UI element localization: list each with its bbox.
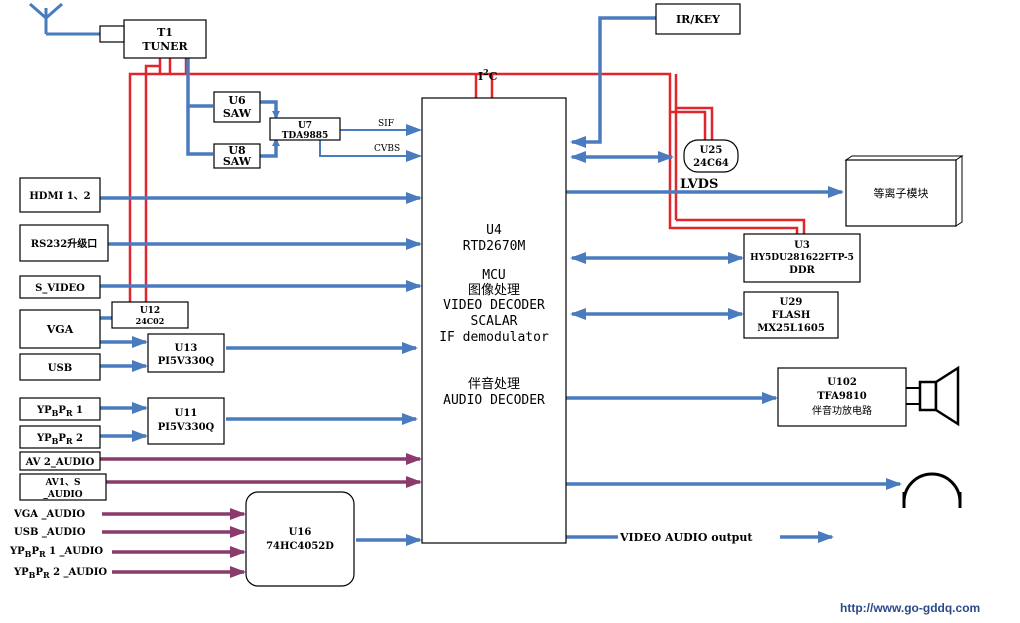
svg-text:U102: U102 xyxy=(827,377,857,388)
watermark-url: http://www.go-gddq.com xyxy=(840,601,980,615)
label-vga-audio: VGA _AUDIO xyxy=(13,509,85,520)
block-u25: U25 24C64 xyxy=(683,139,739,173)
block-u16: U16 74HC4052D xyxy=(245,491,355,587)
input-av1: AV1、S _AUDIO xyxy=(19,473,107,501)
svg-text:MCU: MCU xyxy=(482,268,505,283)
svg-text:伴音处理: 伴音处理 xyxy=(468,376,520,392)
svg-text:FLASH: FLASH xyxy=(772,310,811,321)
svg-text:AUDIO DECODER: AUDIO DECODER xyxy=(443,393,545,408)
block-u6: U6 SAW xyxy=(213,91,261,123)
label-ypbpr1-audio: YPBPR 1 _AUDIO xyxy=(9,546,103,559)
svg-text:U16: U16 xyxy=(289,527,312,538)
svg-text:SAW: SAW xyxy=(223,155,252,168)
input-av2-audio: AV 2_AUDIO xyxy=(19,451,101,471)
svg-text:T1: T1 xyxy=(157,26,173,39)
svg-text:_AUDIO: _AUDIO xyxy=(43,490,82,500)
svg-text:图像处理: 图像处理 xyxy=(468,283,520,298)
svg-text:YPBPR 2: YPBPR 2 xyxy=(36,433,83,446)
block-u11: U11 PI5V330Q xyxy=(147,397,225,445)
input-svideo: S_VIDEO xyxy=(19,275,101,299)
svg-text:HY5DU281622FTP-5: HY5DU281622FTP-5 xyxy=(750,253,854,263)
block-t1: T1 TUNER xyxy=(99,19,207,59)
svg-text:TUNER: TUNER xyxy=(142,40,188,53)
label-output: VIDEO AUDIO output xyxy=(619,531,753,544)
label-cvbs: CVBS xyxy=(374,144,400,154)
svg-text:HDMI 1、2: HDMI 1、2 xyxy=(29,191,90,202)
svg-text:PI5V330Q: PI5V330Q xyxy=(158,356,215,367)
svg-text:U7: U7 xyxy=(298,121,312,131)
svg-text:VGA: VGA xyxy=(46,323,74,336)
block-u7: U7 TDA9885 xyxy=(269,117,341,141)
svg-text:U12: U12 xyxy=(140,306,160,316)
svg-text:U11: U11 xyxy=(175,408,198,419)
block-u4: U4 RTD2670M MCU 图像处理 VIDEO DECODER SCALA… xyxy=(421,97,567,544)
svg-text:TDA9885: TDA9885 xyxy=(282,131,329,141)
svg-text:伴音功放电路: 伴音功放电路 xyxy=(812,404,872,417)
svg-text:YPBPR 1: YPBPR 1 xyxy=(36,405,83,418)
label-sif: SIF xyxy=(378,119,394,129)
svg-text:U3: U3 xyxy=(794,240,810,251)
label-lvds: LVDS xyxy=(680,177,718,192)
headphone-icon xyxy=(902,472,962,508)
svg-text:24C64: 24C64 xyxy=(693,158,729,169)
svg-text:TFA9810: TFA9810 xyxy=(817,391,867,402)
svg-text:SAW: SAW xyxy=(223,107,252,120)
speaker-icon xyxy=(906,365,960,427)
svg-text:IR/KEY: IR/KEY xyxy=(676,13,720,26)
svg-text:SCALAR: SCALAR xyxy=(471,314,518,329)
svg-text:DDR: DDR xyxy=(789,265,815,276)
block-u8: U8 SAW xyxy=(213,143,261,169)
svg-text:MX25L1605: MX25L1605 xyxy=(757,323,825,334)
label-i2c: I2C xyxy=(478,67,498,83)
block-u12: U12 24C02 xyxy=(111,301,189,329)
svg-text:U4: U4 xyxy=(486,223,502,238)
input-usb: USB xyxy=(19,353,101,381)
block-irkey: IR/KEY xyxy=(655,3,741,35)
svg-text:等离子模块: 等离子模块 xyxy=(874,186,929,200)
label-usb-audio: USB _AUDIO xyxy=(14,527,86,538)
block-u102: U102 TFA9810 伴音功放电路 xyxy=(777,367,907,427)
svg-text:74HC4052D: 74HC4052D xyxy=(266,541,334,552)
svg-text:U29: U29 xyxy=(780,297,803,308)
label-ypbpr2-audio: YPBPR 2 _AUDIO xyxy=(13,567,107,580)
svg-text:AV 2_AUDIO: AV 2_AUDIO xyxy=(25,457,95,468)
svg-text:S_VIDEO: S_VIDEO xyxy=(35,283,85,294)
svg-text:RS232升级口: RS232升级口 xyxy=(31,237,97,250)
audio-lines xyxy=(100,453,422,578)
svg-text:U8: U8 xyxy=(228,144,246,157)
svg-text:U6: U6 xyxy=(228,94,246,107)
input-hdmi: HDMI 1、2 xyxy=(19,177,101,213)
input-vga: VGA xyxy=(19,309,101,349)
input-rs232: RS232升级口 xyxy=(19,224,109,262)
block-plasma: 等离子模块 xyxy=(844,155,964,227)
svg-text:RTD2670M: RTD2670M xyxy=(463,239,526,254)
input-ypbpr1: YPBPR 1 xyxy=(19,397,101,421)
svg-text:VIDEO DECODER: VIDEO DECODER xyxy=(443,298,545,313)
signal-lines xyxy=(100,16,902,546)
input-ypbpr2: YPBPR 2 xyxy=(19,425,101,449)
svg-text:AV1、S: AV1、S xyxy=(44,478,80,488)
svg-text:USB: USB xyxy=(48,363,72,374)
antenna-icon xyxy=(29,2,100,36)
svg-text:U25: U25 xyxy=(700,145,723,156)
svg-text:IF demodulator: IF demodulator xyxy=(439,330,549,345)
svg-text:PI5V330Q: PI5V330Q xyxy=(158,422,215,433)
block-u3: U3 HY5DU281622FTP-5 DDR xyxy=(743,233,861,283)
svg-text:24C02: 24C02 xyxy=(136,316,165,326)
block-u29: U29 FLASH MX25L1605 xyxy=(743,291,839,339)
block-u13: U13 PI5V330Q xyxy=(147,333,225,373)
svg-text:U13: U13 xyxy=(175,343,198,354)
